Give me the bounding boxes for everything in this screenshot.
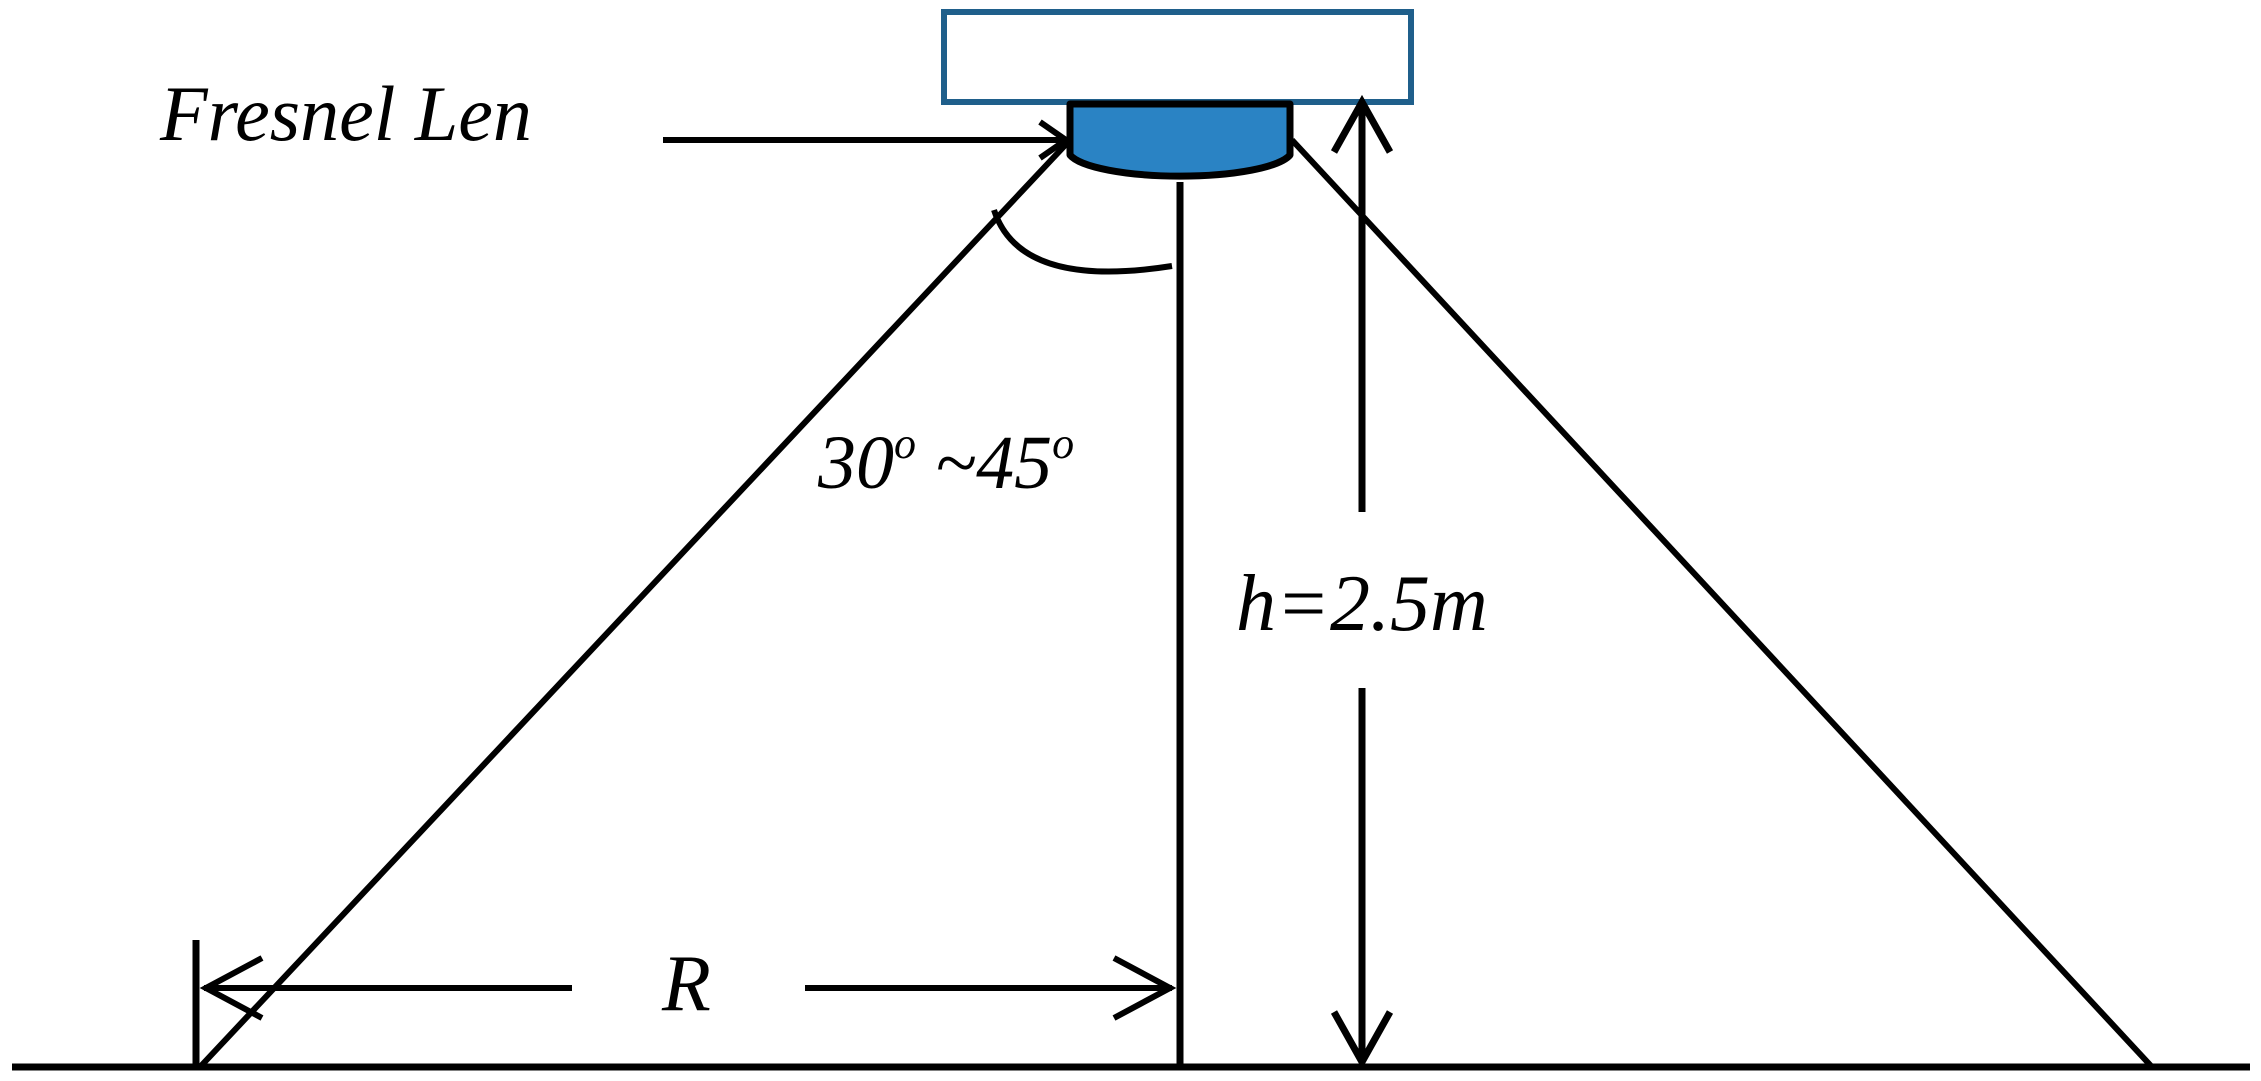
angle-start-value: 30 [817,421,894,505]
lens-pointer-arrowhead [1038,119,1072,161]
detection-angle-label: 30o ~45o [817,419,1074,505]
degree-sign-end: o [1052,419,1074,468]
degree-sign-start: o [894,419,916,468]
height-arrowhead-up [1330,94,1394,154]
detection-boundary-left [197,137,1073,1070]
fresnel-lens-label: Fresnel Len [159,70,532,157]
angle-range-separator: ~ [916,421,976,505]
height-arrowhead-down [1330,1010,1394,1070]
radius-arrowhead-right [1112,955,1177,1021]
radius-arrowhead-left [199,955,264,1021]
detection-angle-arc [991,209,1173,275]
fresnel-lens [1066,100,1294,180]
detection-boundary-right [1289,137,2155,1070]
height-label: h=2.5m [1236,560,1488,648]
radius-label: R [661,940,711,1028]
sensor-housing [941,9,1414,105]
angle-end-value: 45 [976,421,1052,505]
